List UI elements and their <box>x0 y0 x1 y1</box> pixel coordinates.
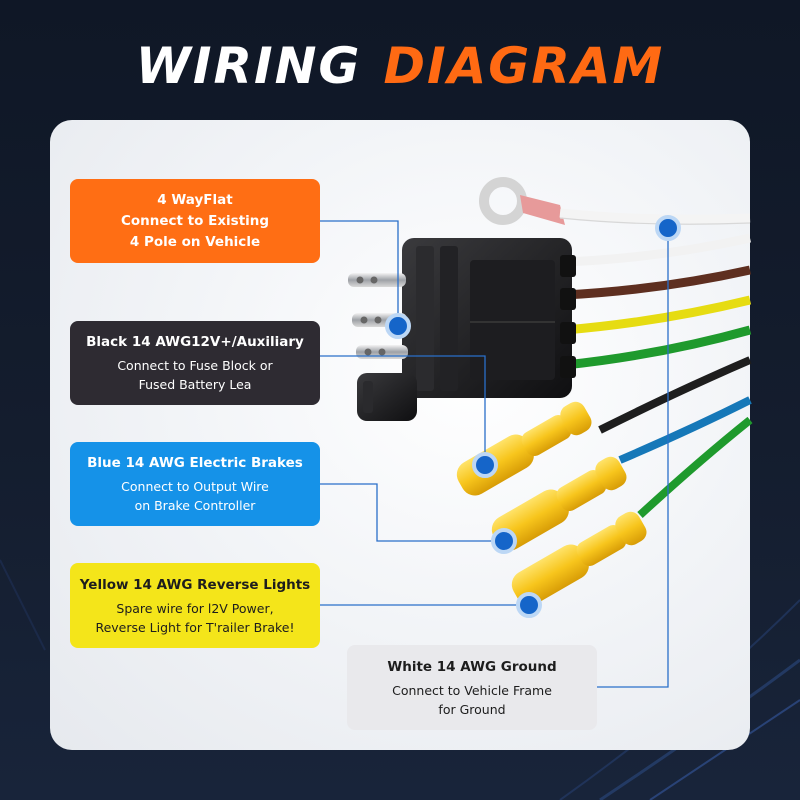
leader-four-way <box>320 220 399 326</box>
ring-terminal-icon <box>479 177 565 225</box>
callout-blue-wire: Blue 14 AWG Electric Brakes Connect to O… <box>70 442 320 526</box>
page-title: WIRING DIAGRAM <box>0 36 800 96</box>
black-wire <box>598 356 752 434</box>
dot-white <box>655 215 681 241</box>
callout-white-line-2: for Ground <box>438 701 506 717</box>
blue-wire <box>618 396 752 464</box>
four-way-flat-connector <box>357 238 576 421</box>
callout-four-way-line-3: 4 Pole on Vehicle <box>129 233 261 250</box>
brown-wire <box>564 265 751 300</box>
dot-black <box>472 452 498 478</box>
callout-four-way-line-1: 4 WayFlat <box>157 191 233 208</box>
white-wire <box>564 233 751 267</box>
callout-yellow-wire: Yellow 14 AWG Reverse Lights Spare wire … <box>70 563 320 648</box>
leader-white <box>597 228 669 688</box>
callout-white-wire: White 14 AWG Ground Connect to Vehicle F… <box>347 645 597 730</box>
white-wire-upper <box>559 208 751 224</box>
title-word-wiring: WIRING <box>135 37 362 95</box>
callout-blue-line-1: Connect to Output Wire <box>121 479 269 494</box>
callout-four-way: 4 WayFlat Connect to Existing 4 Pole on … <box>70 179 320 263</box>
callout-black-line-1: Connect to Fuse Block or <box>117 358 273 373</box>
callout-yellow-line-1: Spare wire for l2V Power, <box>116 600 274 616</box>
callout-blue-line-2: on Brake Controller <box>134 498 256 513</box>
title-word-diagram: DIAGRAM <box>383 37 665 95</box>
leader-black <box>320 355 486 465</box>
leader-blue <box>320 483 504 542</box>
dot-yellow <box>516 592 542 618</box>
dot-blue <box>491 528 517 554</box>
yellow-wire <box>564 295 752 335</box>
callout-black-line-2: Fused Battery Lea <box>138 377 252 392</box>
green-wire <box>564 325 752 370</box>
white-wire-upper-edge <box>559 217 751 225</box>
callout-four-way-line-2: Connect to Existing <box>120 212 270 229</box>
green-wire-lower <box>637 416 753 518</box>
butt-connector-bottom <box>511 511 647 606</box>
callout-yellow-heading: Yellow 14 AWG Reverse Lights <box>79 576 311 593</box>
callout-white-line-1: Connect to Vehicle Frame <box>392 682 552 698</box>
connector-dots <box>385 215 681 618</box>
callout-yellow-line-2: Reverse Light for T'railer Brake! <box>95 619 295 635</box>
callout-black-wire: Black 14 AWG12V+/Auxiliary Connect to Fu… <box>70 321 320 405</box>
callout-white-heading: White 14 AWG Ground <box>387 658 557 675</box>
dot-four-way <box>385 313 411 339</box>
callout-black-heading: Black 14 AWG12V+/Auxiliary <box>86 334 304 350</box>
callout-blue-heading: Blue 14 AWG Electric Brakes <box>87 455 303 471</box>
